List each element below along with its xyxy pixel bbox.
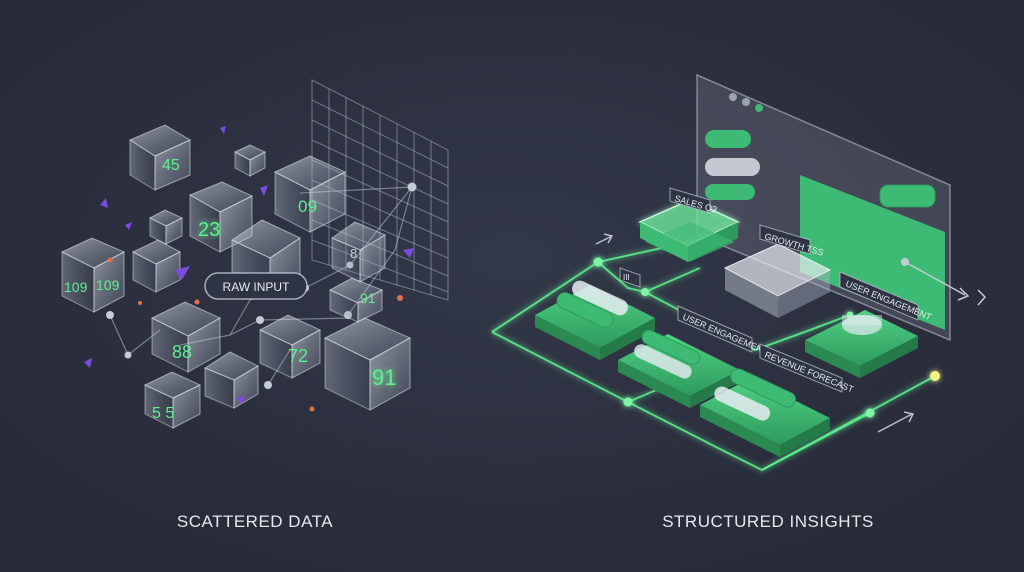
left-tile: [535, 280, 655, 360]
cube-88: 88: [150, 301, 222, 373]
window-bar-3: [705, 184, 755, 200]
window-bar-1: [705, 130, 751, 148]
cube-55: 5 5: [143, 371, 202, 429]
window-dot-2: [742, 98, 750, 106]
cube-91-small: 91: [328, 277, 384, 323]
window-bar-2: [705, 158, 760, 176]
dashboard-window: [696, 73, 987, 342]
cube-109: 109 109: [60, 237, 126, 313]
cube-88-number: 88: [172, 342, 192, 362]
engagement-tile: [805, 310, 918, 378]
growth-block: [723, 243, 832, 318]
cube-8-right-number: 8: [350, 246, 357, 261]
cube-small-top: [233, 144, 267, 177]
small-tag-label: III: [623, 273, 630, 282]
window-green-chip: [879, 184, 936, 208]
cube-45: 45: [128, 124, 192, 191]
raw-input-tag: RAW INPUT: [204, 272, 308, 300]
cube-109-number-a: 109: [64, 279, 88, 295]
cube-23: 23: [188, 181, 254, 253]
cube-91-large-number: 91: [372, 365, 396, 390]
cube-91-small-number: 91: [360, 290, 376, 306]
cube-09: 09: [273, 155, 347, 233]
front-tile: [700, 368, 830, 457]
raw-input-label: RAW INPUT: [223, 280, 291, 294]
confetti-orange: [107, 257, 403, 412]
cube-72-number: 72: [288, 346, 308, 366]
structured-insights-caption: STRUCTURED INSIGHTS: [662, 512, 874, 531]
cube-09-number: 09: [298, 197, 317, 216]
cube-91-large: 91: [323, 317, 412, 411]
confetti-purple: [84, 126, 414, 404]
middle-tile: [618, 329, 740, 408]
direction-arrows: [595, 233, 915, 433]
window-green-panel: [800, 175, 945, 330]
cube-45-number: 45: [162, 157, 180, 174]
scattered-data-panel: 45 23 09 8: [60, 79, 449, 429]
scattered-data-caption: SCATTERED DATA: [176, 512, 334, 531]
sales-block: [638, 199, 740, 262]
cube-8-right: 8: [330, 221, 387, 283]
cube-55-number: 5 5: [152, 405, 174, 422]
cube-23-number: 23: [198, 219, 220, 241]
cube-72: 72: [258, 314, 322, 379]
small-tag: III: [619, 267, 641, 288]
window-dot-3: [755, 104, 763, 112]
window-dot-1: [729, 93, 737, 101]
cube-plain-mid: [131, 239, 182, 293]
cube-109-number-b: 109: [96, 277, 120, 293]
